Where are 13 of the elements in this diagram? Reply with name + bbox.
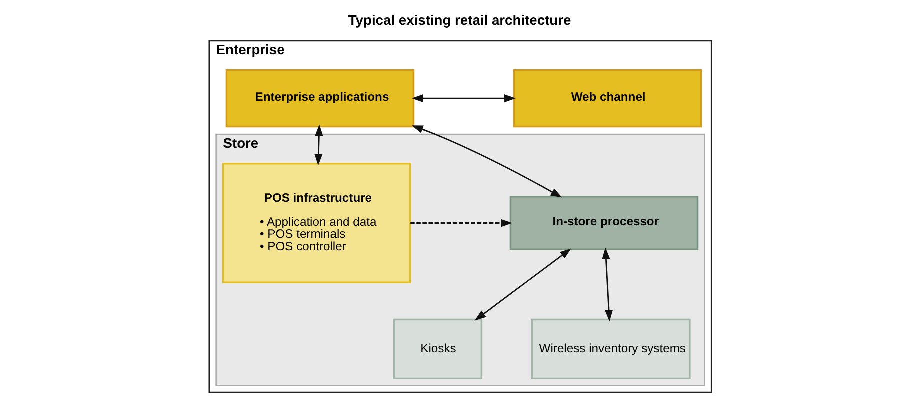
arrow <box>602 248 613 322</box>
arrow <box>410 219 512 228</box>
node-box: POS infrastructure • Application and data • POS terminals • POS controller <box>222 163 411 284</box>
node-box: Enterprise applications <box>225 70 414 128</box>
arrow <box>314 124 323 166</box>
diagram-title: Typical existing retail architecture <box>348 12 571 28</box>
node-box: In-store processor <box>509 196 698 251</box>
arrow <box>411 94 516 103</box>
arrow <box>474 248 571 321</box>
arrow <box>411 126 562 198</box>
node-box: Web channel <box>512 70 702 128</box>
node-box: Kiosks <box>392 318 482 380</box>
node-box: Wireless inventory systems <box>531 318 690 380</box>
